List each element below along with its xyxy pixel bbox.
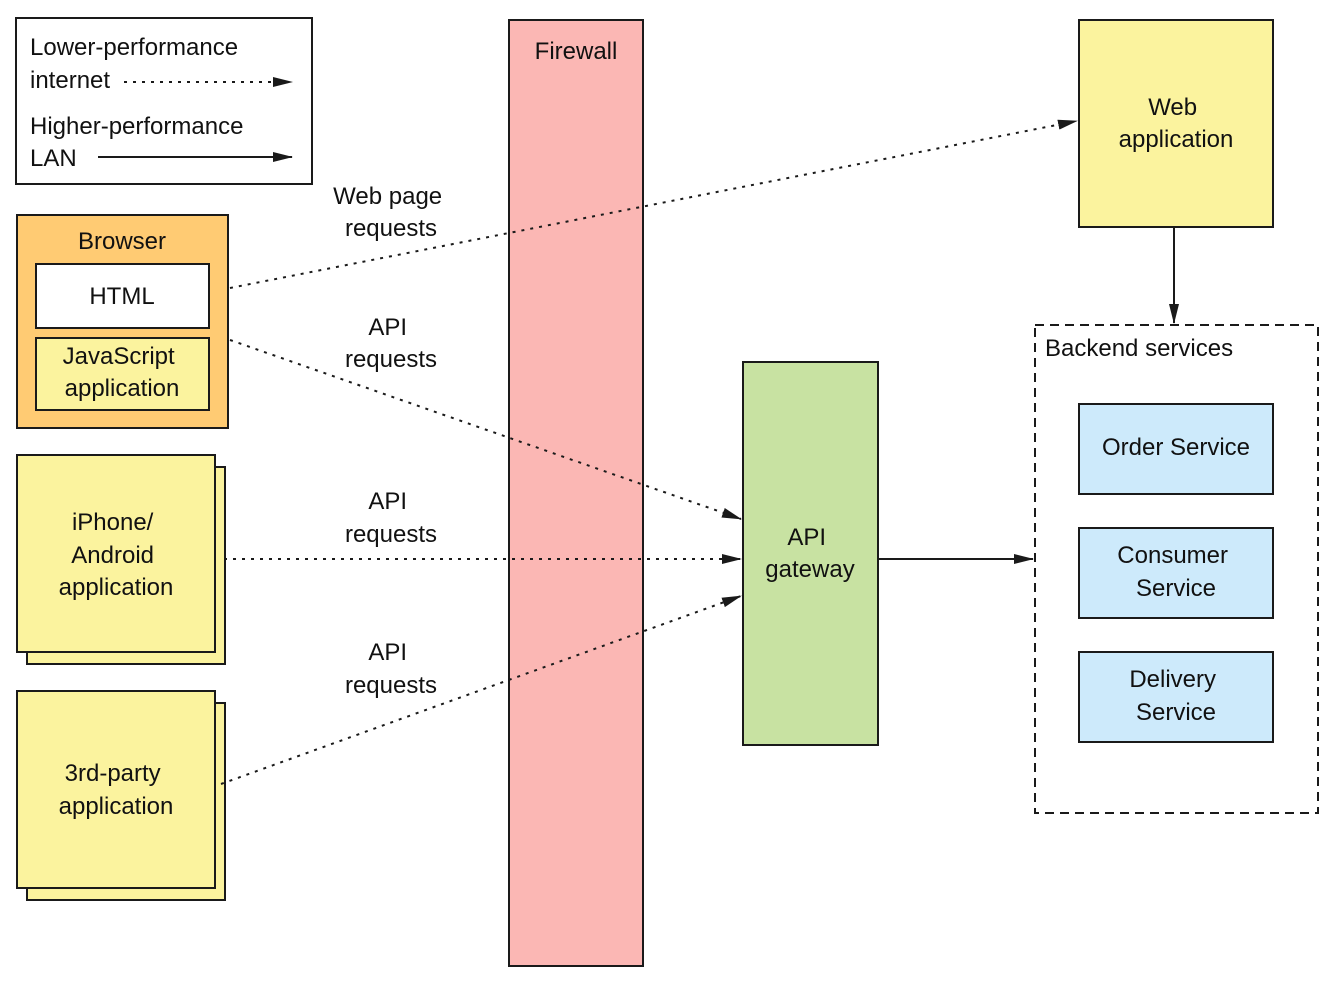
edge-label-line: requests (345, 672, 437, 699)
api-gateway-label-line: gateway (765, 556, 854, 583)
mobile-app-label-line: application (59, 574, 174, 601)
web-app-box (1078, 19, 1274, 228)
backend-services-group: Backend services Order Service Consumer … (1034, 324, 1319, 814)
html-label: HTML (89, 283, 154, 310)
edge-label-line: Web page (333, 183, 442, 210)
delivery-service-label: Delivery Service (1129, 666, 1222, 726)
order-service-label: Order Service (1102, 434, 1250, 461)
legend-lan-line2: LAN (30, 145, 77, 172)
consumer-service-label-line: Consumer (1117, 542, 1228, 569)
delivery-service-label-line: Service (1136, 699, 1216, 726)
third-party-app-node: 3rd-party application (16, 690, 226, 901)
edge-labels: Web page requests API requests API reque… (333, 183, 449, 699)
third-party-app-label: 3rd-party application (59, 760, 174, 820)
edge-third-party-api-requests (220, 595, 742, 785)
web-app-label: Web application (1119, 94, 1234, 153)
edge-browser-api-requests (229, 339, 742, 520)
legend-lan-line1: Higher-performance (30, 113, 243, 140)
mobile-app-label: iPhone/ Android application (59, 509, 174, 601)
web-app-label-line: application (1119, 126, 1234, 153)
legend-internet-line2: internet (30, 67, 110, 94)
firewall: Firewall (508, 19, 644, 967)
api-gateway-label: API gateway (765, 524, 854, 583)
edge-label-line: API (368, 314, 407, 341)
edges (220, 119, 1179, 785)
firewall-box (508, 19, 644, 967)
third-party-app-label-line: application (59, 793, 174, 820)
consumer-service-label-line: Service (1136, 575, 1216, 602)
js-app-label-line: application (65, 375, 180, 402)
html-box (35, 263, 210, 329)
js-app-box (35, 337, 210, 411)
mobile-app-label-line: iPhone/ (72, 509, 154, 536)
api-gateway-box (742, 361, 879, 746)
consumer-service-label: Consumer Service (1117, 542, 1234, 602)
edge-label-mobile-api-requests: API requests (345, 488, 437, 548)
backend-services-box (1034, 324, 1319, 814)
browser-label: Browser (78, 228, 166, 255)
firewall-label: Firewall (535, 38, 618, 65)
api-gateway-label-line: API (787, 524, 826, 551)
mobile-app-label-line: Android (71, 542, 154, 569)
js-app-label-line: JavaScript (63, 343, 175, 370)
web-app-node: Web application (1078, 19, 1274, 228)
mobile-app-node: iPhone/ Android application (16, 454, 226, 665)
legend: Lower-performance internet Higher-perfor… (15, 17, 313, 185)
api-gateway-node: API gateway (742, 361, 879, 746)
third-party-app-label-line: 3rd-party (65, 760, 161, 787)
mobile-app-box (16, 454, 216, 653)
delivery-service-label-line: Delivery (1129, 666, 1216, 693)
edge-label-line: requests (345, 521, 437, 548)
consumer-service-box (1078, 527, 1274, 619)
edge-label-line: API (368, 639, 407, 666)
browser-node: Browser HTML JavaScript application (16, 214, 229, 429)
js-app-label: JavaScript application (63, 343, 182, 402)
edge-label-browser-api-requests: API requests (345, 314, 437, 373)
edge-label-line: requests (345, 215, 437, 242)
backend-services-label: Backend services (1045, 335, 1233, 362)
edge-label-line: requests (345, 346, 437, 373)
third-party-app-box (16, 690, 216, 889)
edge-label-web-page-requests: Web page requests (333, 183, 449, 242)
delivery-service-box (1078, 651, 1274, 743)
edge-label-third-party-api-requests: API requests (345, 639, 437, 699)
legend-internet-line1: Lower-performance (30, 34, 238, 61)
order-service-box (1078, 403, 1274, 495)
web-app-label-line: Web (1148, 94, 1197, 121)
edge-label-line: API (368, 488, 407, 515)
